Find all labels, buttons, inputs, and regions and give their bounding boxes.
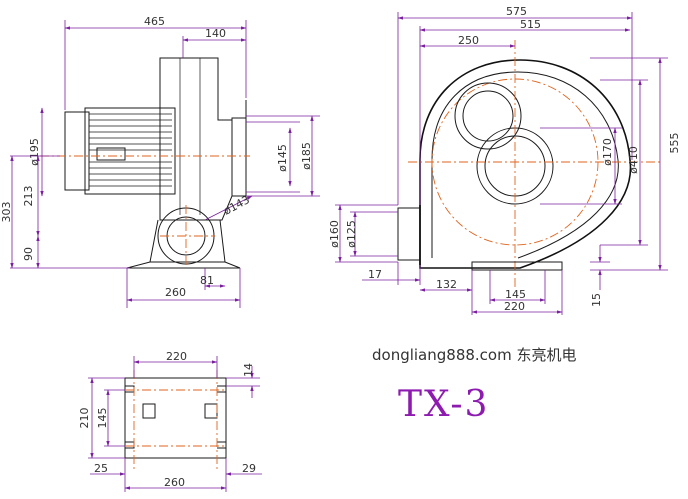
dim-w220: 220: [504, 300, 525, 313]
dim-d125: ø125: [345, 220, 358, 248]
dim-base-h210: 210: [78, 408, 91, 429]
dim-motor-dia: ø195: [28, 138, 41, 166]
front-view: 575 515 250 ø170 ø410 555 ø160 ø125 17 1: [328, 5, 681, 315]
front-base: [471, 261, 563, 271]
website-caption: dongliang888.com 东亮机电: [372, 346, 577, 364]
motor-end-cap: [64, 111, 90, 191]
dim-w575: 575: [506, 5, 527, 18]
side-view: 465 140 ø195 213 303 90 ø143 260 81 ø145…: [0, 15, 320, 308]
dim-base-h: 90: [22, 247, 35, 261]
motor-fins: [89, 113, 172, 187]
dim-w250: 250: [458, 34, 479, 47]
upper-port-outer: [454, 82, 522, 150]
dim-flange-185: ø185: [300, 142, 313, 170]
dim-base-w220: 220: [166, 350, 187, 363]
dim-d410: ø410: [627, 146, 640, 174]
dim-base-h14: 14: [242, 363, 255, 377]
dim-base-w29: 29: [242, 462, 256, 475]
dim-h555: 555: [668, 133, 681, 154]
dim-center-h: 213: [22, 186, 35, 207]
base-view: 220 14 210 145 25 29 260: [78, 350, 262, 492]
dim-total-h: 303: [0, 202, 13, 223]
dim-base-w25: 25: [94, 462, 108, 475]
base-slot-right: [204, 403, 218, 419]
model-number: TX-3: [398, 384, 490, 425]
dim-w145: 145: [505, 288, 526, 301]
dim-w17: 17: [368, 268, 382, 281]
dim-base-len: 260: [165, 286, 186, 299]
motor-body: [84, 107, 176, 195]
dim-base-offset: 81: [200, 274, 214, 287]
fan-housing-side: [159, 57, 233, 221]
volute-outer: [419, 59, 632, 269]
dim-flange-145: ø145: [276, 144, 289, 172]
terminal-box: [96, 147, 126, 161]
dim-w132: 132: [436, 278, 457, 291]
dim-overall-len: 465: [144, 15, 165, 28]
dim-inlet-dia: ø143: [221, 193, 252, 217]
dim-d170: ø170: [601, 138, 614, 166]
dim-h15: 15: [590, 293, 603, 307]
dim-base-h145: 145: [96, 408, 109, 429]
outlet-flange: [231, 117, 247, 197]
dim-w515: 515: [520, 18, 541, 31]
dim-base-w260: 260: [164, 476, 185, 489]
dim-d160: ø160: [328, 220, 341, 248]
outlet-duct: [397, 207, 421, 261]
dim-outlet-depth: 140: [205, 27, 226, 40]
base-slot-left: [142, 403, 156, 419]
base-plate: [126, 261, 241, 269]
